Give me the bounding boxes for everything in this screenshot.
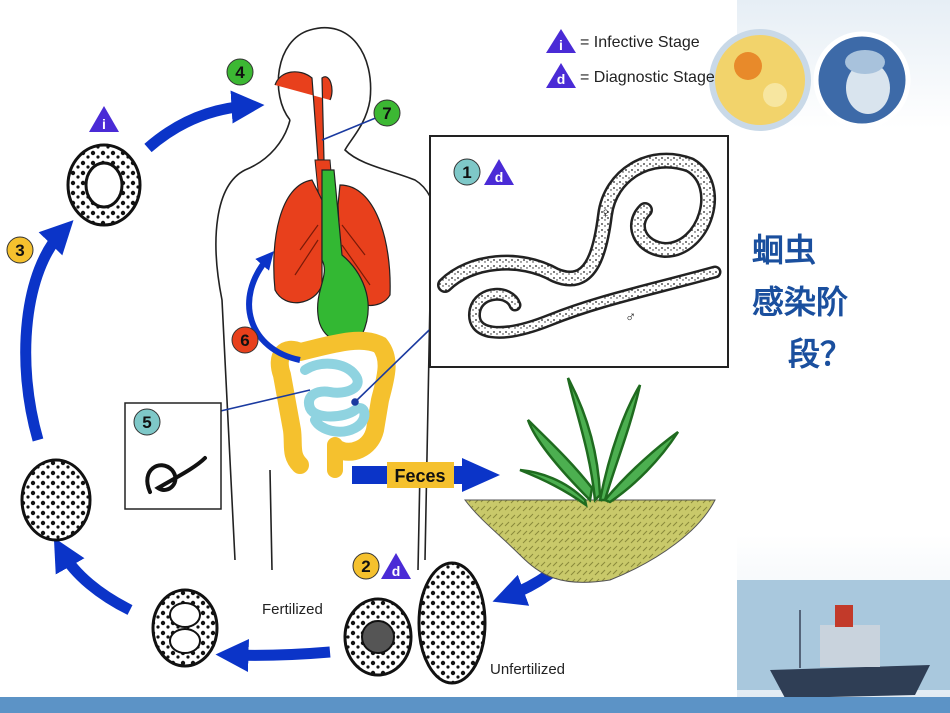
step-1-marker: 1 d bbox=[453, 158, 514, 186]
step-5-number: 5 bbox=[142, 413, 151, 432]
infective-badge-icon bbox=[546, 29, 576, 53]
step-1-badge-letter: d bbox=[495, 169, 504, 185]
step-2-badge-letter: d bbox=[392, 563, 401, 579]
male-symbol: ♂ bbox=[625, 309, 636, 326]
diagnostic-legend-item: d = Diagnostic Stage bbox=[546, 63, 715, 88]
female-symbol: ♀ bbox=[600, 205, 611, 222]
feces-label: Feces bbox=[394, 466, 445, 486]
step-2-number: 2 bbox=[361, 557, 370, 576]
step-3-number: 3 bbox=[15, 241, 24, 260]
arrow-egg-to-mouth bbox=[144, 90, 265, 153]
pill-photo bbox=[709, 29, 811, 131]
side-title-line-2: 感染阶 bbox=[752, 283, 849, 321]
step-7-marker: 7 bbox=[373, 99, 401, 127]
larva-icon bbox=[145, 456, 207, 494]
cycle-arrows bbox=[20, 90, 589, 672]
egg-embryonated bbox=[20, 458, 92, 542]
infective-badge-letter: i bbox=[102, 116, 106, 132]
step-4-number: 4 bbox=[235, 63, 245, 82]
step-4-marker: 4 bbox=[226, 58, 254, 86]
arrow-to-larvated-egg bbox=[53, 537, 133, 615]
step-2-marker: 2 d bbox=[352, 552, 411, 580]
unfertilized-label: Unfertilized bbox=[490, 661, 565, 678]
arrow-fertilized-development bbox=[215, 639, 331, 672]
feces-arrow: Feces bbox=[352, 458, 500, 492]
diagnostic-badge-icon bbox=[484, 159, 514, 185]
large-intestine bbox=[270, 331, 396, 478]
diagnostic-label: = Diagnostic Stage bbox=[580, 69, 715, 86]
side-title-line-3: 段？ bbox=[788, 335, 853, 373]
egg-infective bbox=[66, 143, 142, 227]
side-title-line-1: 蛔虫 bbox=[752, 231, 817, 269]
fertilized-label: Fertilized bbox=[262, 601, 323, 618]
diagnostic-badge-icon bbox=[546, 63, 576, 88]
egg-two-cell bbox=[151, 588, 219, 668]
diagnostic-badge-icon bbox=[381, 553, 411, 579]
infective-badge-icon bbox=[89, 106, 119, 132]
infective-label: = Infective Stage bbox=[580, 34, 700, 51]
side-title: 蛔虫 感染阶 段？ bbox=[752, 224, 942, 380]
egg-fertilized bbox=[343, 597, 413, 677]
step-7-number: 7 bbox=[382, 104, 391, 123]
ship-photo bbox=[737, 580, 950, 698]
arrow-migration bbox=[246, 251, 301, 363]
adult-worms-box: ♀ ♂ bbox=[429, 135, 729, 368]
surgeon-photo bbox=[813, 31, 911, 129]
small-intestine bbox=[300, 358, 370, 437]
step-3-marker: 3 bbox=[6, 236, 34, 264]
step-5-marker: 5 bbox=[133, 408, 161, 436]
arrow-larva-to-infective bbox=[20, 220, 74, 442]
infective-symbol: i bbox=[559, 37, 563, 53]
step-1-number: 1 bbox=[462, 163, 471, 182]
egg-unfertilized bbox=[417, 561, 487, 685]
legend: i = Infective Stage d = Diagnostic Stage bbox=[546, 29, 715, 88]
soil-with-grass bbox=[463, 377, 716, 583]
infective-legend-item: i = Infective Stage bbox=[546, 29, 700, 53]
diagnostic-symbol: d bbox=[557, 71, 566, 87]
bottom-band bbox=[0, 697, 950, 713]
step-6-marker: 6 bbox=[231, 326, 259, 354]
step-3-infective-badge: i bbox=[89, 106, 119, 132]
step-6-number: 6 bbox=[240, 331, 249, 350]
